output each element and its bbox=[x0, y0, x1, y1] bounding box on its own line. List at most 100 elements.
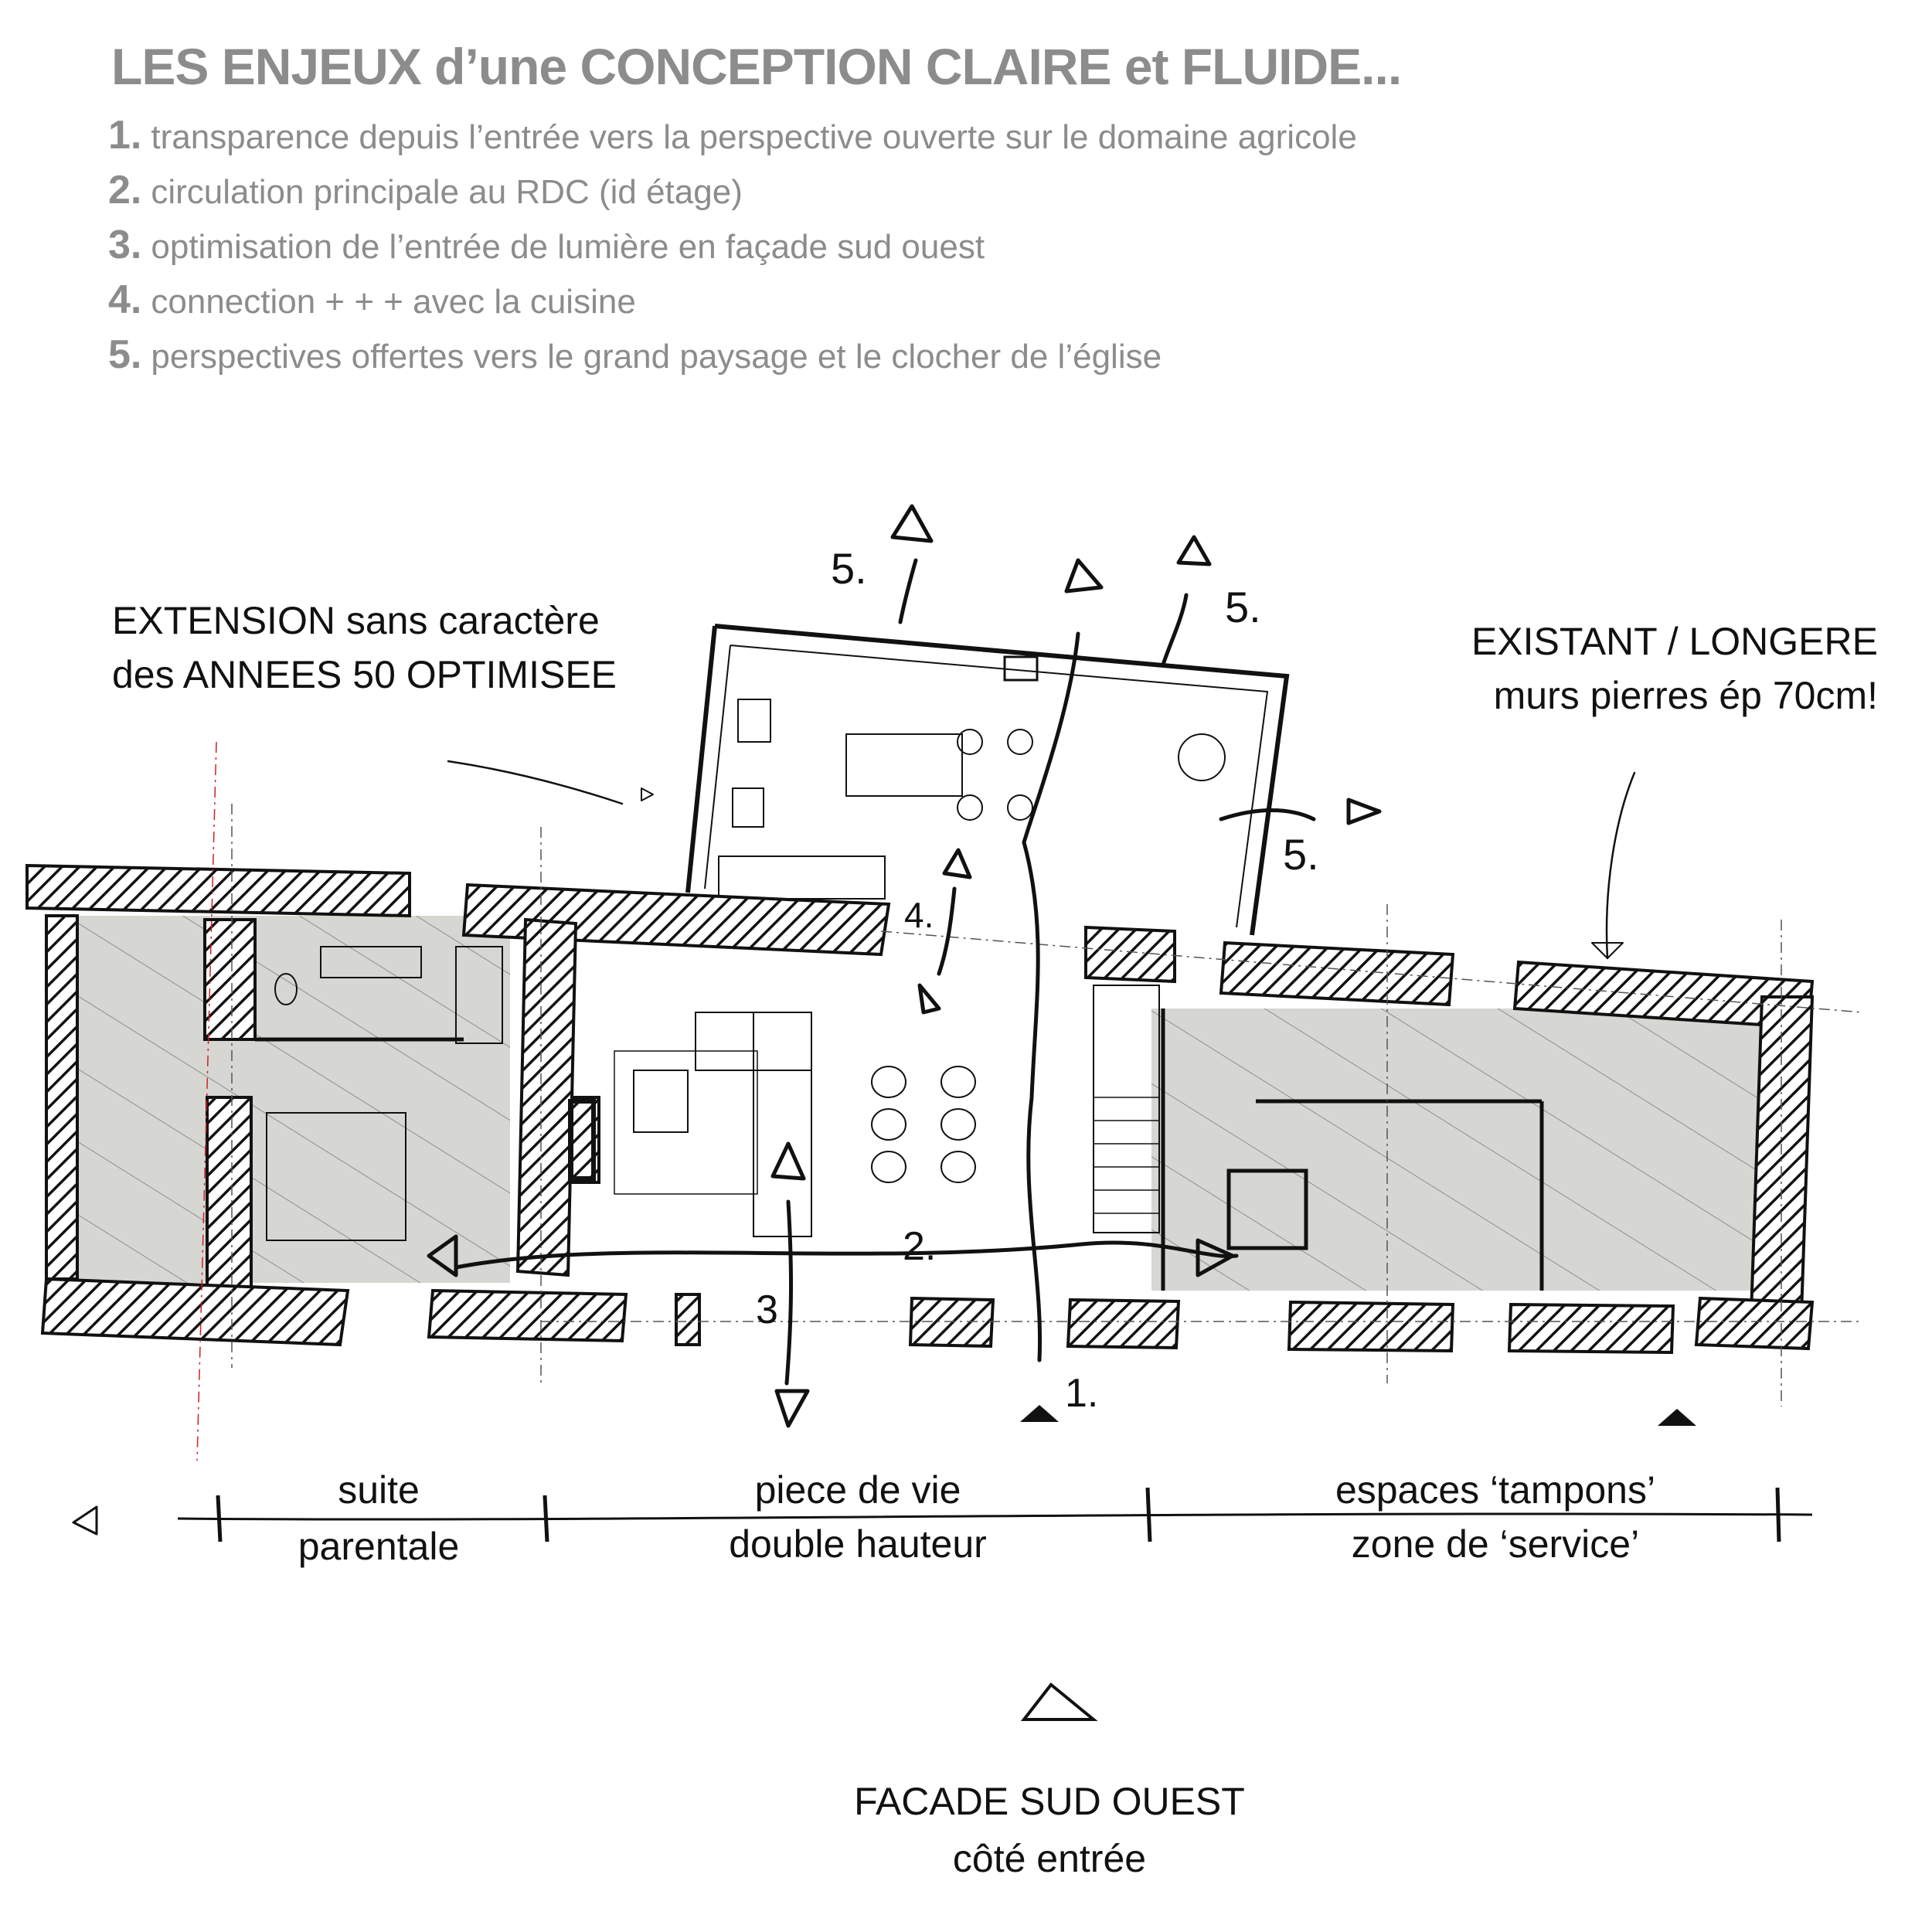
page-title: LES ENJEUX d’une CONCEPTION CLAIRE et FL… bbox=[111, 38, 1402, 95]
entrance-triangle bbox=[1658, 1409, 1696, 1426]
axis-line bbox=[880, 930, 1863, 1013]
bed bbox=[266, 1112, 406, 1241]
wall-segment bbox=[1219, 940, 1455, 1007]
zone-tick bbox=[1775, 1487, 1781, 1543]
wall-segment bbox=[45, 914, 79, 1281]
objective-text: connection + + + avec la cuisine bbox=[151, 283, 636, 321]
view-5-right bbox=[1219, 808, 1316, 821]
kitchen-west-wall bbox=[685, 625, 717, 893]
marker-2: 2. bbox=[903, 1224, 936, 1269]
kitchen-island bbox=[845, 733, 963, 797]
toilet bbox=[274, 973, 298, 1005]
stool bbox=[1007, 729, 1033, 755]
triangle-marker bbox=[1346, 798, 1382, 825]
existant-note-line2: murs pierres ép 70cm! bbox=[1494, 674, 1878, 717]
triangle-marker bbox=[774, 1389, 810, 1428]
wall-segment bbox=[206, 1096, 253, 1300]
objective-number: 4. bbox=[108, 277, 142, 322]
objective-text: perspectives offertes vers le grand pays… bbox=[151, 338, 1162, 376]
stool bbox=[1007, 794, 1033, 821]
axis-lines bbox=[196, 741, 1863, 1461]
wall-segment bbox=[1287, 1300, 1455, 1353]
kitchen-west-inner bbox=[704, 645, 731, 889]
wall-segment bbox=[1694, 1296, 1815, 1351]
kitchen-hob bbox=[732, 787, 764, 828]
marker-5: 5. bbox=[831, 544, 867, 593]
objective-text: transparence depuis l’entrée vers la per… bbox=[151, 118, 1357, 156]
wall-segment bbox=[40, 1277, 350, 1347]
triangle-marker bbox=[1196, 1238, 1235, 1277]
plant bbox=[1178, 733, 1226, 781]
zone-line bbox=[177, 1512, 1813, 1521]
dining-chair bbox=[871, 1108, 906, 1141]
bathroom-vanity bbox=[320, 946, 422, 978]
triangle-marker bbox=[917, 983, 941, 1015]
marker-3: 3 bbox=[756, 1287, 778, 1332]
staircase bbox=[1093, 985, 1160, 1233]
facade-sublabel: côté entrée bbox=[953, 1837, 1146, 1880]
objective-number: 2. bbox=[108, 168, 142, 213]
walls bbox=[26, 863, 1815, 1355]
triangle-marker bbox=[1591, 942, 1624, 959]
triangle-marker bbox=[770, 1141, 806, 1181]
objective-item: 1.transparence depuis l’entrée vers la p… bbox=[108, 112, 1357, 167]
objective-text: circulation principale au RDC (id étage) bbox=[151, 173, 743, 211]
objective-text: optimisation de l’entrée de lumière en f… bbox=[151, 228, 985, 266]
wall-segment bbox=[675, 1293, 701, 1346]
kitchen-counter bbox=[718, 855, 886, 900]
marker-4: 4. bbox=[904, 895, 934, 935]
zone-tick bbox=[543, 1495, 549, 1543]
interior-details bbox=[255, 946, 1544, 1291]
zone-living-line1: piece de vie bbox=[755, 1468, 961, 1512]
triangle-marker bbox=[427, 1234, 458, 1277]
zone-tick bbox=[1145, 1487, 1152, 1543]
wc-cabin bbox=[1226, 1168, 1308, 1250]
circulation-2 bbox=[454, 1240, 1239, 1270]
circulation-sketch bbox=[447, 558, 1636, 1386]
extension-note-line1: EXTENSION sans caractère bbox=[112, 599, 600, 642]
wall-segment bbox=[203, 918, 257, 1041]
sightline-1 bbox=[1022, 631, 1080, 1362]
coffee-table bbox=[633, 1070, 689, 1133]
triangle-marker bbox=[641, 787, 654, 801]
objective-item: 2.circulation principale au RDC (id étag… bbox=[108, 167, 1357, 222]
objectives-list: 1.transparence depuis l’entrée vers la p… bbox=[108, 112, 1357, 386]
triangle-marker bbox=[1064, 558, 1104, 594]
room-fills bbox=[77, 916, 1762, 1291]
marker-1: 1. bbox=[1065, 1371, 1098, 1416]
kitchen-sink bbox=[737, 699, 771, 743]
wall-segment bbox=[1066, 1298, 1181, 1350]
zone-suite-line2: parentale bbox=[298, 1525, 460, 1568]
sofa bbox=[695, 1012, 812, 1071]
view-5-mid bbox=[1161, 593, 1189, 667]
triangle-marker bbox=[942, 848, 972, 879]
wall-segment bbox=[1084, 925, 1176, 984]
stool bbox=[957, 729, 983, 755]
bathtub bbox=[455, 946, 503, 1044]
wall-segment bbox=[26, 863, 411, 918]
entrance-triangle bbox=[1020, 1405, 1059, 1422]
kitchen-window bbox=[1003, 655, 1039, 682]
dining-chair bbox=[940, 1108, 976, 1141]
fireplace bbox=[568, 1099, 596, 1181]
zone-tick bbox=[216, 1495, 223, 1543]
existant-note-line1: EXISTANT / LONGERE bbox=[1471, 620, 1878, 663]
zone-living-line2: double hauteur bbox=[729, 1522, 987, 1566]
axis-line bbox=[196, 741, 217, 1461]
triangle-marker bbox=[1176, 535, 1212, 566]
wall-segment bbox=[427, 1288, 628, 1343]
facade-label: FACADE SUD OUEST bbox=[854, 1780, 1245, 1823]
zone-service-line2: zone de ‘service’ bbox=[1352, 1522, 1639, 1566]
extension-note-line2: des ANNEES 50 OPTIMISEE bbox=[112, 653, 617, 696]
stool bbox=[957, 794, 983, 821]
wall-segment bbox=[908, 1296, 995, 1349]
triangle-marker bbox=[72, 1505, 98, 1536]
triangle-marker bbox=[890, 504, 934, 543]
view-5-left bbox=[898, 558, 918, 624]
light-line-3 bbox=[784, 1199, 794, 1386]
plan-markers: 1. 2. 3 4. 5. 5. 5. bbox=[756, 544, 1319, 1416]
dining-chair bbox=[871, 1151, 906, 1183]
objective-number: 1. bbox=[108, 113, 142, 158]
extension-pointer bbox=[447, 760, 624, 805]
